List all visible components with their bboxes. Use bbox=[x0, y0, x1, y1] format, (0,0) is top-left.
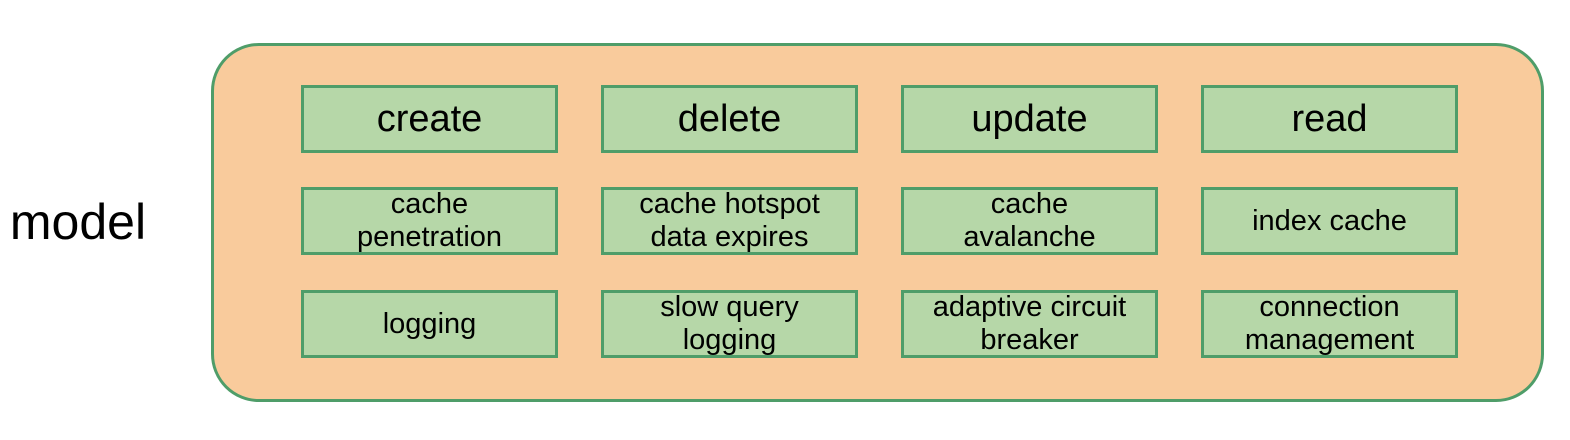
node-delete: delete bbox=[601, 85, 858, 153]
model-container: create delete update read cache penetrat… bbox=[211, 43, 1544, 402]
model-label: model bbox=[9, 194, 147, 250]
node-cache-penetration: cache penetration bbox=[301, 187, 558, 255]
node-index-cache: index cache bbox=[1201, 187, 1458, 255]
node-connection-management: connection management bbox=[1201, 290, 1458, 358]
node-cache-hotspot-data-expires: cache hotspot data expires bbox=[601, 187, 858, 255]
node-create: create bbox=[301, 85, 558, 153]
node-slow-query-logging: slow query logging bbox=[601, 290, 858, 358]
node-cache-avalanche: cache avalanche bbox=[901, 187, 1158, 255]
node-read: read bbox=[1201, 85, 1458, 153]
node-update: update bbox=[901, 85, 1158, 153]
node-adaptive-circuit-breaker: adaptive circuit breaker bbox=[901, 290, 1158, 358]
node-logging: logging bbox=[301, 290, 558, 358]
